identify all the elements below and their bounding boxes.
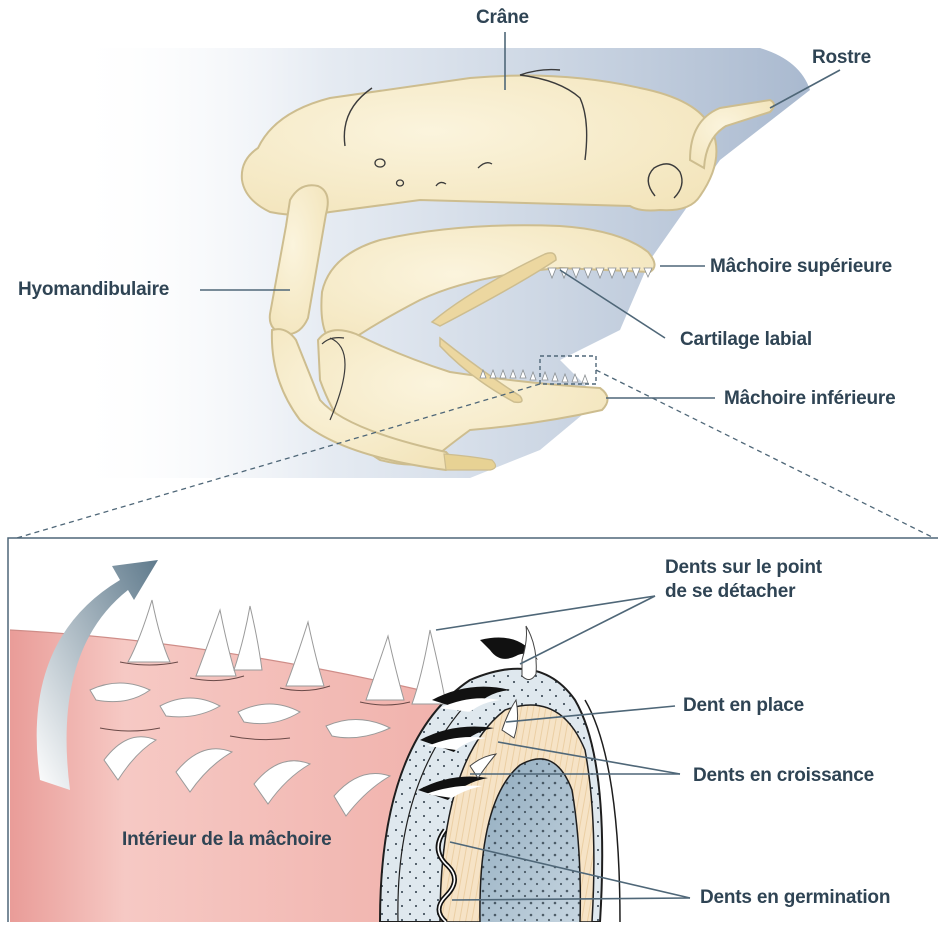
label-dents-croissance: Dents en croissance [693,764,874,788]
skull-illustration [68,48,810,478]
label-machoire-inferieure: Mâchoire inférieure [724,387,895,411]
label-rostre: Rostre [812,46,871,70]
label-dents-detacher-1: Dents sur le point [665,556,822,580]
label-hyomandibulaire: Hyomandibulaire [18,278,169,302]
zoom-panel [8,538,938,922]
label-machoire-superieure: Mâchoire supérieure [710,255,892,279]
label-dents-germination: Dents en germination [700,886,890,910]
label-dent-en-place: Dent en place [683,694,804,718]
label-interieur-machoire: Intérieur de la mâchoire [122,828,332,852]
label-dents-detacher-2: de se détacher [665,580,795,604]
label-crane: Crâne [476,6,529,30]
label-cartilage-labial: Cartilage labial [680,328,812,352]
